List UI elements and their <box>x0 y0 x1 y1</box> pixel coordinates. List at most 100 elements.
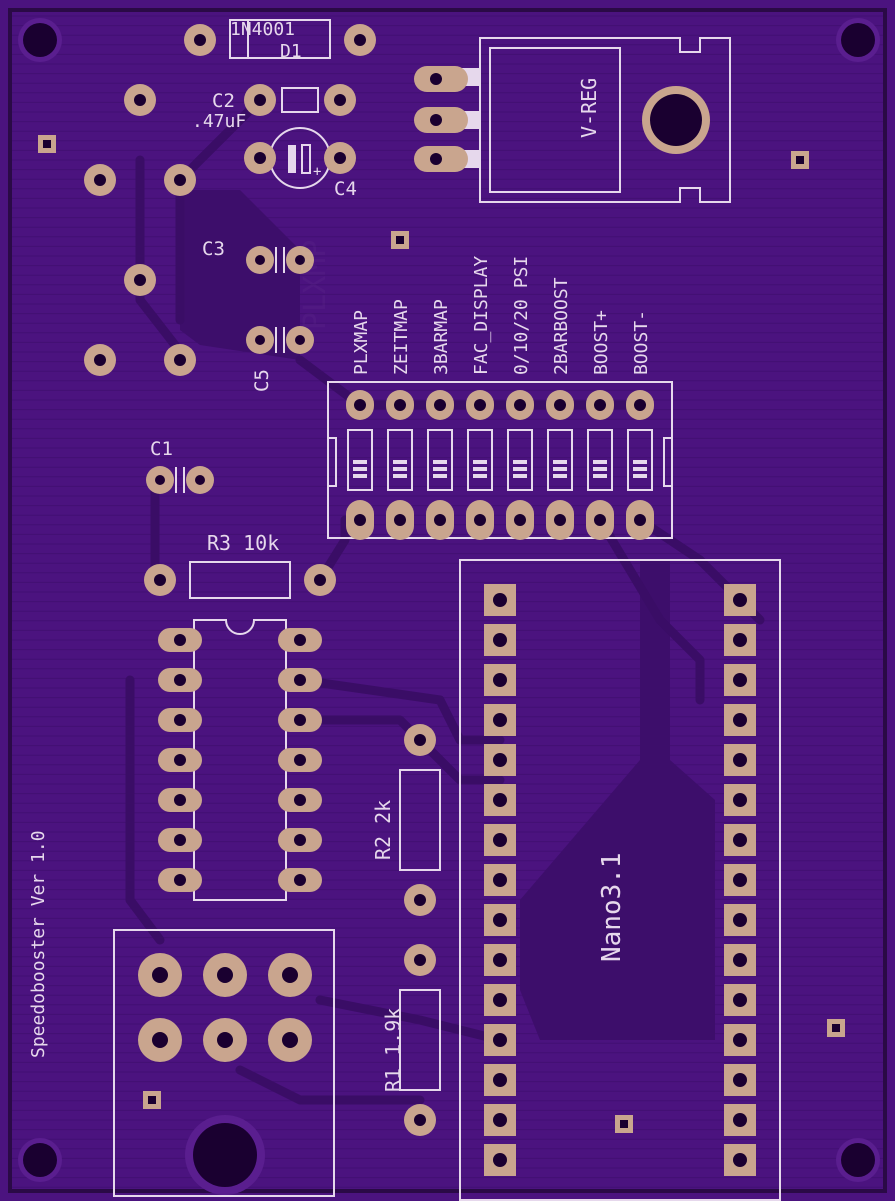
nano-pin <box>484 1024 516 1056</box>
ic-pin <box>278 708 322 732</box>
trace <box>135 155 180 350</box>
vreg-ref-label: V-REG <box>577 78 601 138</box>
c4-ref-label: C4 <box>334 178 357 200</box>
dip-switches <box>346 390 654 540</box>
header-label-7: BOOST+ <box>591 310 612 375</box>
mounting-hole-icon <box>23 23 57 57</box>
nano-pin <box>724 944 756 976</box>
nano-pin <box>724 704 756 736</box>
dip-switch-block <box>327 381 673 540</box>
dip-switch-5 <box>506 390 534 540</box>
c3-ref-label: C3 <box>202 238 225 260</box>
resistor-r3: R3 10k <box>144 531 336 599</box>
r3-label: R3 10k <box>207 531 279 555</box>
nano-pin <box>724 664 756 696</box>
ic-pin <box>158 828 202 852</box>
c2-ref-label: C2 <box>212 90 235 112</box>
nano-pin <box>724 1144 756 1176</box>
dip-switch-4 <box>466 390 494 540</box>
nano-pin <box>724 1064 756 1096</box>
nano-pin <box>484 944 516 976</box>
d1-part-label: 1N4001 <box>230 19 295 40</box>
nano-pin <box>724 1024 756 1056</box>
ic-pin <box>278 628 322 652</box>
c5-ref-label: C5 <box>251 369 273 392</box>
header-label-5: 0/10/20 PSI <box>511 256 532 375</box>
d1-ref-label: D1 <box>280 41 302 62</box>
ic-pins <box>158 628 322 892</box>
nano-pin <box>484 584 516 616</box>
resistor-r2: R2 2k <box>371 724 441 916</box>
nano-pin <box>724 824 756 856</box>
header-label-3: 3BARMAP <box>431 299 452 375</box>
nano-pin <box>724 904 756 936</box>
dip-switch-7 <box>586 390 614 540</box>
capacitor-c3: C3 <box>202 238 314 274</box>
mounting-holes <box>18 18 880 1182</box>
c1-ref-label: C1 <box>150 438 173 460</box>
nano-pin <box>484 664 516 696</box>
trace <box>235 1065 425 1105</box>
pad-cluster-left <box>84 164 196 376</box>
header-label-8: BOOST- <box>631 310 652 375</box>
voltage-regulator: V-REG <box>414 37 731 203</box>
nano-pin <box>724 624 756 656</box>
connector-footprint <box>113 929 335 1197</box>
board-edge <box>8 8 887 1193</box>
c4-polarity-icon: + <box>313 164 321 180</box>
trace <box>295 675 505 745</box>
capacitor-c4: + C4 <box>244 127 357 200</box>
regulator-tab-hole-icon <box>650 94 702 146</box>
resistor-r1: R1 1.9k <box>381 944 441 1136</box>
nano-pin <box>484 1064 516 1096</box>
nano-pin <box>484 1144 516 1176</box>
header-label-4: FAC_DISPLAY <box>471 256 492 375</box>
ic-pin <box>278 868 322 892</box>
nano-pin <box>484 904 516 936</box>
mounting-hole-icon <box>23 1143 57 1177</box>
header-label-2: ZEITMAP <box>391 299 412 375</box>
mounting-hole-icon <box>841 23 875 57</box>
connector-mount-hole-icon <box>193 1123 257 1187</box>
nano-footprint: Nano3.1 <box>459 559 781 1201</box>
c2-value-label: .47uF <box>192 111 246 132</box>
dip-ic <box>158 619 322 901</box>
dip-switch-2 <box>386 390 414 540</box>
ic-pin <box>158 788 202 812</box>
nano-pin <box>724 584 756 616</box>
capacitor-c2: C2 .47uF <box>124 84 356 132</box>
ic-pin <box>278 748 322 772</box>
dip-switch-3 <box>426 390 454 540</box>
r2-label: R2 2k <box>371 800 395 860</box>
trace <box>315 995 505 1045</box>
nano-pin <box>484 864 516 896</box>
board-title: Speedobooster Ver 1.0 <box>28 830 49 1058</box>
ic-pin <box>278 828 322 852</box>
nano-pins <box>484 584 756 1176</box>
nano-pin <box>484 624 516 656</box>
copper-pour-regulator <box>180 190 300 360</box>
ic-pin <box>158 868 202 892</box>
dip-switch-6 <box>546 390 574 540</box>
ic-pin <box>278 668 322 692</box>
nano-pin <box>484 1104 516 1136</box>
ic-pin <box>158 668 202 692</box>
nano-pin <box>484 784 516 816</box>
ic-pin <box>158 708 202 732</box>
mounting-hole-icon <box>841 1143 875 1177</box>
nano-ref-label: Nano3.1 <box>597 852 627 962</box>
dip-switch-8 <box>626 390 654 540</box>
connector-pads <box>138 953 312 1062</box>
trace <box>595 515 705 705</box>
header-labels: PLXMAP ZEITMAP 3BARMAP FAC_DISPLAY 0/10/… <box>351 256 652 375</box>
capacitor-c5: C5 <box>246 326 314 392</box>
nano-pin <box>724 984 756 1016</box>
header-label-6: 2BARBOOST <box>551 277 572 375</box>
ghost-silkscreen-text: PLXMP <box>298 240 333 330</box>
copper-pour-nano <box>520 560 715 1040</box>
ic-pin <box>278 788 322 812</box>
trace <box>125 675 165 945</box>
diode-d1: 1N4001 D1 <box>184 19 376 62</box>
